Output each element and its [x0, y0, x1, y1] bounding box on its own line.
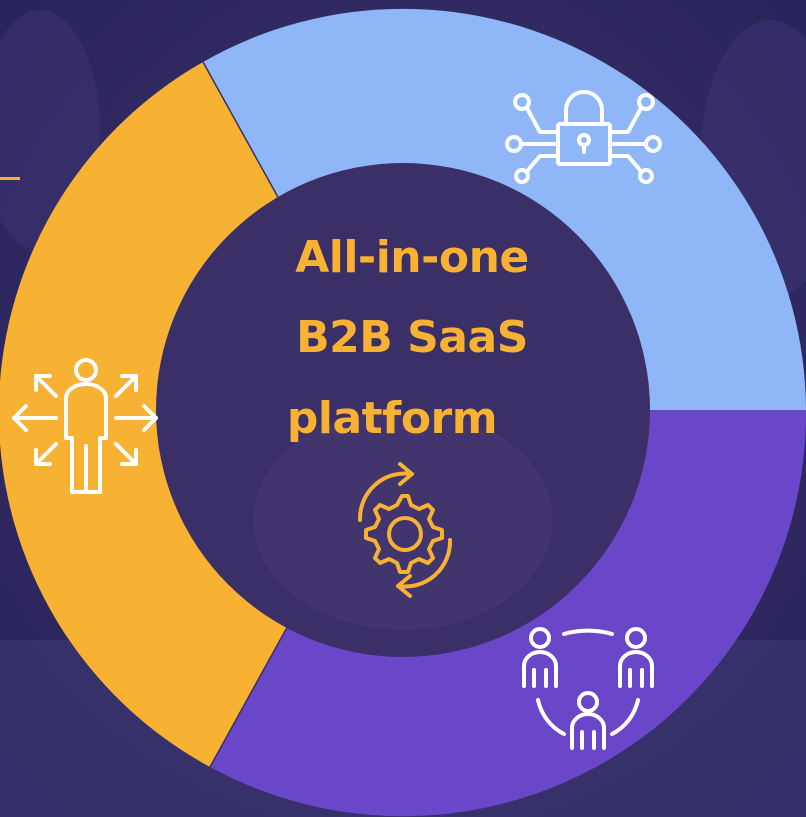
team-network-icon — [520, 624, 660, 752]
lock-network-icon — [500, 84, 666, 184]
center-title-line-3: platform — [286, 393, 498, 444]
center-title-line-2: B2B SaaS — [296, 312, 528, 363]
gear-cycle-icon — [340, 460, 470, 600]
person-arrows-icon — [10, 356, 160, 501]
segment-security — [203, 8, 806, 411]
segment-collaboration — [210, 410, 806, 817]
segment-people — [0, 62, 290, 767]
center-title-line-1: All-in-one — [295, 232, 529, 283]
segment-divider — [202, 61, 285, 209]
segment-divider — [209, 621, 291, 768]
accent-line — [0, 177, 20, 180]
